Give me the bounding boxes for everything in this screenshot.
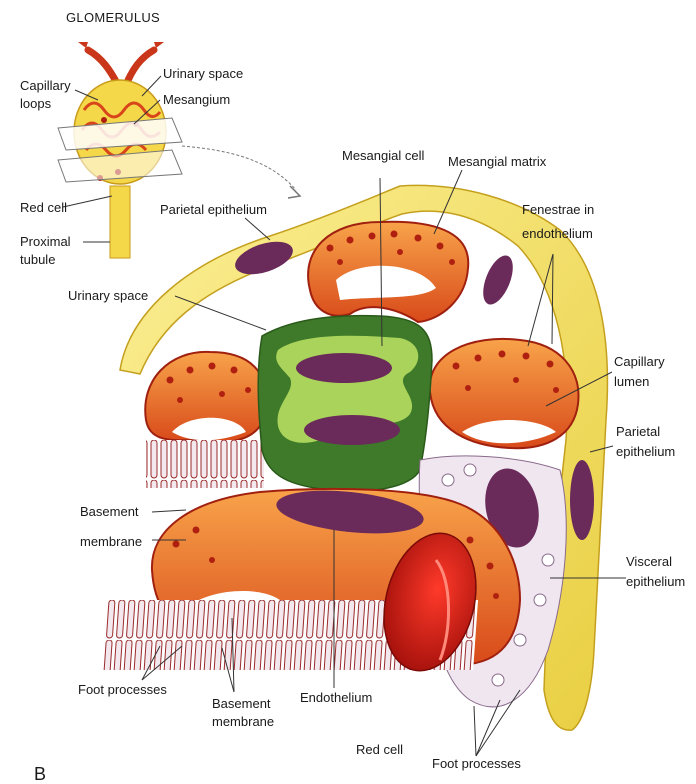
label-visceral-epithelium-line2: epithelium [626, 574, 685, 589]
label-foot-processes-left: Foot processes [78, 682, 167, 697]
label-urinary-space: Urinary space [68, 288, 148, 303]
label-capillary-loops-line2: loops [20, 96, 52, 111]
label-mesangium: Mesangium [163, 92, 230, 107]
mesangial-cell-nucleus [296, 353, 392, 383]
label-parietal-epithelium-right-line2: epithelium [616, 444, 675, 459]
label-foot-processes-bottom: Foot processes [432, 756, 521, 771]
label-endothelium: Endothelium [300, 690, 372, 705]
inset-title: GLOMERULUS [66, 10, 160, 25]
panel-letter: B [34, 764, 46, 784]
label-basement-membrane-left-line2: membrane [80, 534, 142, 549]
label-proximal-tubule-line1: Proximal [20, 234, 71, 249]
label-visceral-epithelium-line1: Visceral [626, 554, 672, 569]
label-mesangial-cell: Mesangial cell [342, 148, 424, 163]
label-basement-membrane-bottom-line1: Basement [212, 696, 271, 711]
label-red-cell-inset: Red cell [20, 200, 67, 215]
label-capillary-loops-line1: Capillary [20, 78, 71, 93]
label-mesangial-matrix: Mesangial matrix [448, 154, 547, 169]
label-red-cell: Red cell [356, 742, 403, 757]
label-basement-membrane-left-line1: Basement [80, 504, 139, 519]
parietal-nucleus [477, 251, 519, 308]
parietal-nucleus [570, 460, 594, 540]
label-proximal-tubule-line2: tubule [20, 252, 55, 267]
label-fenestrae-line1: Fenestrae in [522, 202, 594, 217]
label-parietal-epithelium-top: Parietal epithelium [160, 202, 267, 217]
label-basement-membrane-bottom-line2: membrane [212, 714, 274, 729]
mesangial-cell-nucleus [304, 415, 400, 445]
foot-processes-left [146, 440, 264, 488]
label-fenestrae-line2: endothelium [522, 226, 593, 241]
label-capillary-lumen-line1: Capillary [614, 354, 665, 369]
main-glomerular-lobule [101, 185, 607, 730]
label-urinary-space-inset: Urinary space [163, 66, 243, 81]
label-capillary-lumen-line2: lumen [614, 374, 649, 389]
label-parietal-epithelium-right-line1: Parietal [616, 424, 660, 439]
